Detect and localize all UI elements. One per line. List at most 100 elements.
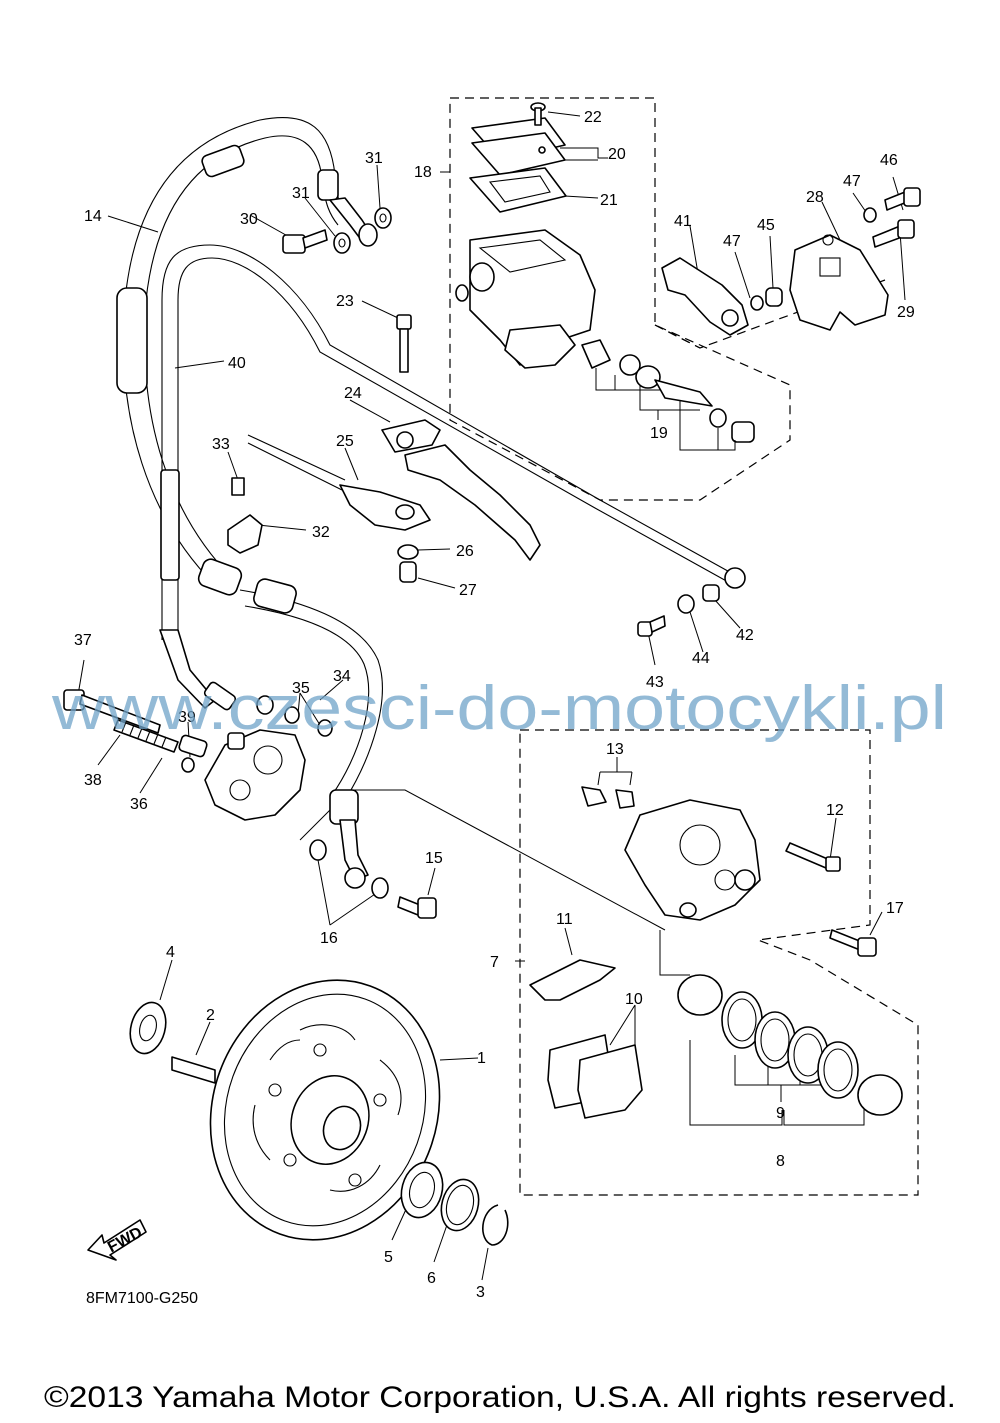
label-25: 25 xyxy=(336,433,354,450)
label-29: 29 xyxy=(897,304,915,321)
circlip-3 xyxy=(482,1204,509,1246)
label-26: 26 xyxy=(456,543,474,560)
diagram-code: 8FM7100-G250 xyxy=(86,1290,198,1307)
label-36: 36 xyxy=(130,796,148,813)
brake-disc-1 xyxy=(209,979,441,1241)
lever-holder-24 xyxy=(381,419,441,453)
spring-38 xyxy=(113,719,179,753)
label-11: 11 xyxy=(556,911,573,928)
label-28: 28 xyxy=(806,189,824,206)
watermark: www.czesci-do-motocykli.pl xyxy=(51,674,947,743)
label-30: 30 xyxy=(240,211,258,228)
label-23: 23 xyxy=(336,293,354,310)
bolt-12 xyxy=(785,842,841,872)
leader-lines xyxy=(77,111,906,1281)
label-21: 21 xyxy=(600,192,618,209)
label-20: 20 xyxy=(608,146,626,163)
label-39: 39 xyxy=(178,709,196,726)
label-24: 24 xyxy=(344,385,362,402)
fwd-arrow-icon: FWD xyxy=(87,1219,147,1261)
label-41: 41 xyxy=(674,213,692,230)
lever-holder-32 xyxy=(247,434,431,531)
bleed-screw-13 xyxy=(581,786,635,809)
label-9: 9 xyxy=(776,1105,785,1122)
callout-labels: 1 2 3 4 5 6 7 8 9 10 11 12 13 14 15 16 1… xyxy=(74,109,915,1301)
label-31b: 31 xyxy=(365,150,383,167)
pistons-8 xyxy=(677,974,903,1116)
label-47a: 47 xyxy=(843,173,861,190)
label-7: 7 xyxy=(490,954,499,971)
label-14: 14 xyxy=(84,208,102,225)
brake-lever-25 xyxy=(404,444,541,561)
label-17: 17 xyxy=(886,900,904,917)
nut-26 xyxy=(397,544,419,560)
label-16: 16 xyxy=(320,930,338,947)
label-5: 5 xyxy=(384,1249,393,1266)
piston-kit-19 xyxy=(581,339,755,451)
group-box-caliper xyxy=(519,729,919,1196)
caliper-body-7 xyxy=(624,799,761,921)
label-43: 43 xyxy=(646,674,664,691)
label-37: 37 xyxy=(74,632,92,649)
label-46: 46 xyxy=(880,152,898,169)
bolt-23 xyxy=(396,314,412,373)
bolt-30 xyxy=(282,229,328,254)
union-bolt-15 xyxy=(397,896,437,919)
bleed-parts-35 xyxy=(256,695,333,737)
label-45: 45 xyxy=(757,217,775,234)
label-1: 1 xyxy=(477,1050,486,1067)
label-18: 18 xyxy=(414,164,432,181)
label-2: 2 xyxy=(206,1007,215,1024)
pin-36 xyxy=(178,734,208,758)
label-35: 35 xyxy=(292,680,310,697)
label-47b: 47 xyxy=(723,233,741,250)
bracket-28 xyxy=(789,234,889,331)
brake-pads-10 xyxy=(547,1034,643,1119)
cable-40 xyxy=(159,244,746,711)
collar-5 xyxy=(400,1161,444,1219)
bolt-43 xyxy=(637,615,666,637)
washer-47 xyxy=(750,207,877,311)
label-32: 32 xyxy=(312,524,330,541)
label-27: 27 xyxy=(459,582,477,599)
diaphragm-21 xyxy=(469,167,567,213)
brake-hose-14 xyxy=(116,116,378,586)
collar-27 xyxy=(399,561,417,583)
rear-caliper xyxy=(204,729,306,821)
label-12: 12 xyxy=(826,802,844,819)
reservoir-cap-20 xyxy=(471,117,566,176)
washer-6 xyxy=(440,1178,480,1232)
collar-42 xyxy=(702,584,720,602)
washer-31 xyxy=(333,207,392,254)
master-cylinder-body xyxy=(455,229,596,369)
label-34: 34 xyxy=(333,668,351,685)
label-19: 19 xyxy=(650,425,668,442)
bolt-29 xyxy=(872,219,915,248)
label-6: 6 xyxy=(427,1270,436,1287)
brake-pedal-41 xyxy=(661,257,749,336)
label-44: 44 xyxy=(692,650,710,667)
bolt-46 xyxy=(884,187,921,211)
label-33: 33 xyxy=(212,436,230,453)
bolt-17 xyxy=(829,929,877,957)
pad-spring-11 xyxy=(529,959,616,1001)
key-2 xyxy=(171,1056,216,1084)
washer-44 xyxy=(677,594,695,614)
label-4: 4 xyxy=(166,944,175,961)
ring-39 xyxy=(181,757,195,773)
label-40: 40 xyxy=(228,355,246,372)
label-15: 15 xyxy=(425,850,443,867)
collar-45 xyxy=(765,287,783,307)
copyright: ©2013 Yamaha Motor Corporation, U.S.A. A… xyxy=(44,1381,956,1414)
holder-32 xyxy=(227,477,263,554)
label-38: 38 xyxy=(84,772,102,789)
label-42: 42 xyxy=(736,627,754,644)
rear-brake-hose-34 xyxy=(197,558,383,889)
gaskets-16 xyxy=(309,839,389,899)
seal-kit-9 xyxy=(721,991,859,1099)
label-8: 8 xyxy=(776,1153,785,1170)
seal-4 xyxy=(129,1001,167,1055)
label-10: 10 xyxy=(625,991,643,1008)
label-13: 13 xyxy=(606,741,624,758)
